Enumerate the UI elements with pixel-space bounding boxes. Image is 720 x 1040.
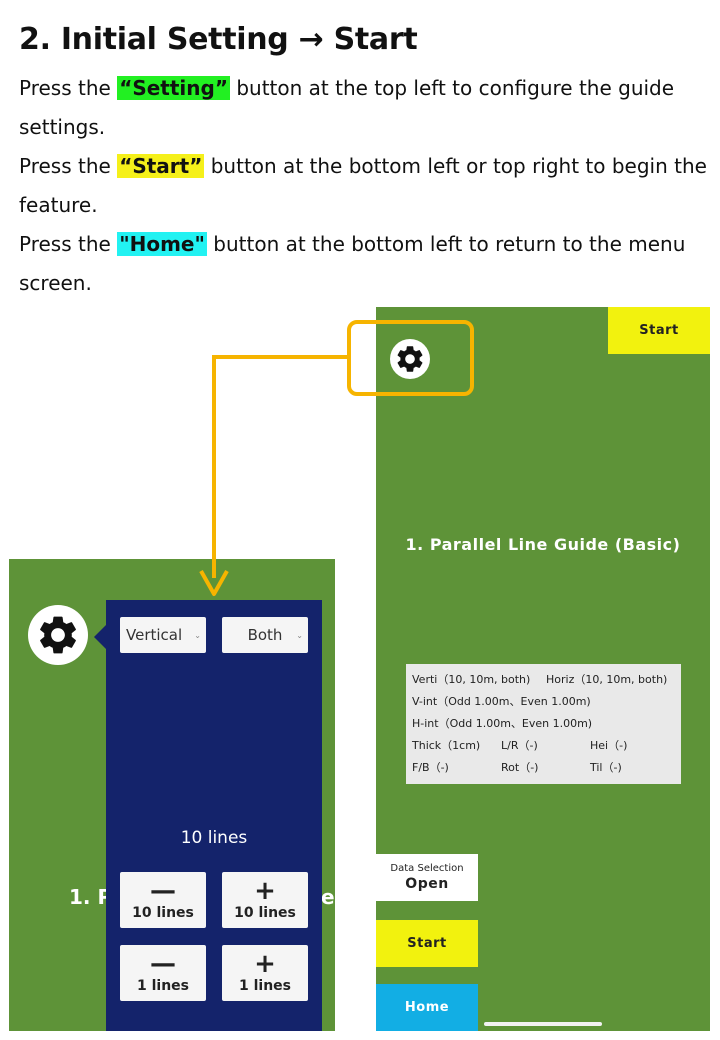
instruction-text: button at the bottom left or top right t… — [19, 154, 707, 217]
callout-line — [212, 355, 347, 578]
guide-title-partial: e — [321, 885, 335, 909]
instruction-home: Press the "Home" button at the bottom le… — [19, 225, 709, 303]
home-button[interactable]: Home — [376, 984, 478, 1031]
plus-10-lines-button[interactable]: + 10 lines — [222, 872, 308, 928]
stepper-label: 10 lines — [234, 905, 296, 921]
side-select-value: Both — [247, 626, 283, 644]
stepper-label: 1 lines — [136, 978, 189, 994]
summary-thickness: Thick（1cm) — [412, 739, 481, 752]
plus-1-lines-button[interactable]: + 1 lines — [222, 945, 308, 1001]
direction-select-value: Vertical — [126, 626, 183, 644]
summary-height: Hei（-) — [590, 739, 628, 752]
setting-callout-frame — [347, 320, 474, 396]
gear-icon — [40, 616, 76, 654]
plus-icon: + — [254, 949, 276, 979]
instruction-text: Press the — [19, 76, 118, 100]
stepper-label: 1 lines — [238, 978, 291, 994]
lines-count: 10 lines — [180, 828, 248, 848]
summary-v-interval: V-int（Odd 1.00m、Even 1.00m) — [412, 695, 591, 708]
home-indicator[interactable] — [484, 1022, 602, 1026]
guide-title: 1. Parallel Line Guide (Basic) — [405, 535, 681, 554]
minus-1-lines-button[interactable]: — 1 lines — [120, 945, 206, 1001]
data-selection-button[interactable]: Data Selection Open — [376, 854, 478, 901]
settings-screen: 1. P e Vertical ⌄ Both ⌄ 10 lines — 10 l… — [9, 559, 335, 1031]
setting-highlight: “Setting” — [117, 76, 230, 100]
instruction-setting: Press the “Setting” button at the top le… — [19, 69, 709, 147]
summary-tilt: Til（-) — [590, 761, 622, 774]
instruction-text: button at the bottom left to return to t… — [19, 232, 686, 295]
setting-button[interactable] — [28, 605, 88, 665]
summary-vertical: Verti（10, 10m, both) — [412, 673, 531, 686]
data-selection-caption: Data Selection — [390, 863, 464, 874]
plus-icon: + — [254, 876, 276, 906]
start-button-bottom[interactable]: Start — [376, 920, 478, 967]
summary-rotation: Rot（-) — [501, 761, 539, 774]
instruction-text: button at the top left to configure the … — [19, 76, 675, 139]
chevron-down-icon: ⌄ — [194, 630, 201, 640]
instruction-text: Press the — [19, 154, 118, 178]
direction-select[interactable]: Vertical ⌄ — [120, 617, 206, 653]
side-select[interactable]: Both ⌄ — [222, 617, 308, 653]
start-highlight: “Start” — [117, 154, 205, 178]
summary-h-interval: H-int（Odd 1.00m、Even 1.00m) — [412, 717, 593, 730]
instruction-start: Press the “Start” button at the bottom l… — [19, 147, 709, 225]
minus-10-lines-button[interactable]: — 10 lines — [120, 872, 206, 928]
settings-panel: Vertical ⌄ Both ⌄ 10 lines — 10 lines + … — [106, 600, 322, 1031]
gear-icon — [397, 346, 423, 372]
minus-icon: — — [150, 949, 176, 979]
chevron-down-icon: ⌄ — [296, 630, 303, 640]
data-selection-label: Open — [405, 876, 449, 892]
setting-button[interactable] — [390, 339, 430, 379]
summary-horizontal: Horiz（10, 10m, both) — [546, 673, 668, 686]
settings-summary: Verti（10, 10m, both) Horiz（10, 10m, both… — [406, 664, 681, 784]
summary-front-back: F/B（-) — [412, 761, 449, 774]
main-screen: Start 1. Parallel Line Guide (Basic) Ver… — [376, 307, 710, 1031]
guide-title-partial: 1. P — [69, 885, 113, 909]
stepper-label: 10 lines — [132, 905, 194, 921]
minus-icon: — — [150, 876, 176, 906]
panel-pointer — [94, 624, 107, 650]
home-highlight: "Home" — [117, 232, 207, 256]
summary-left-right: L/R（-) — [501, 739, 538, 752]
instruction-text: Press the — [19, 232, 118, 256]
page-title: 2. Initial Setting → Start — [19, 22, 418, 57]
start-button-top[interactable]: Start — [608, 307, 710, 354]
